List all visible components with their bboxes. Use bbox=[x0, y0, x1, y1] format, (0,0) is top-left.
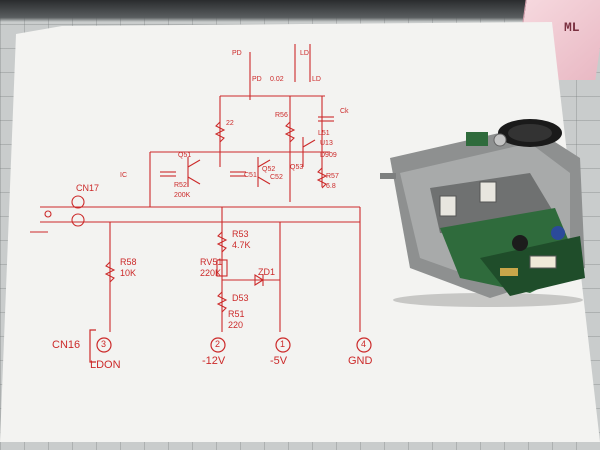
label-q51: Q51 bbox=[178, 152, 192, 159]
connector-name: CN16 bbox=[52, 339, 81, 351]
pin-1-label: -5V bbox=[270, 355, 288, 367]
label-r52-value: 200K bbox=[174, 192, 191, 199]
pin-3-label: LDON bbox=[90, 359, 121, 371]
label-r52: R52 bbox=[174, 182, 187, 189]
pin-4-label: GND bbox=[348, 355, 373, 367]
label-misc3: Ck bbox=[340, 108, 349, 115]
pin-1-number: 1 bbox=[280, 339, 286, 349]
label-cn17: CN17 bbox=[76, 183, 100, 193]
schematic-wires bbox=[30, 44, 361, 332]
label-r57-value: 6.8 bbox=[326, 183, 336, 190]
label-r56: R56 bbox=[275, 112, 288, 119]
laser-pickup-assembly bbox=[380, 119, 585, 307]
label-c51: C51 bbox=[244, 172, 257, 179]
pin-2-number: 2 bbox=[215, 339, 221, 349]
label-u13: U13 bbox=[320, 140, 333, 147]
label-zd1: ZD1 bbox=[258, 267, 276, 277]
label-r53: R53 bbox=[232, 229, 249, 239]
label-pd2: PD bbox=[252, 76, 262, 83]
pin-2-label: -12V bbox=[202, 355, 226, 367]
label-ic: IC bbox=[120, 172, 127, 179]
label-r51: R51 bbox=[228, 309, 245, 319]
label-q53: Q53 bbox=[290, 164, 304, 171]
label-r57: R57 bbox=[326, 173, 339, 180]
label-q52: Q52 bbox=[262, 166, 276, 173]
label-d53: D53 bbox=[232, 293, 249, 303]
label-rv51-value: 220K bbox=[200, 268, 222, 278]
paper-sheet bbox=[0, 22, 600, 442]
label-r53-value: 4.7K bbox=[232, 240, 251, 250]
label-pd: PD bbox=[232, 50, 242, 57]
bag-label: ML bbox=[564, 20, 580, 35]
label-ld2: LD bbox=[312, 76, 321, 83]
pin-4-number: 4 bbox=[361, 339, 367, 349]
label-l51: L51 bbox=[318, 130, 330, 137]
pin-circles bbox=[89, 329, 372, 363]
label-d909: D909 bbox=[320, 152, 337, 159]
label-r51-value: 220 bbox=[228, 320, 244, 330]
dark-background-edge bbox=[0, 0, 600, 22]
label-misc1: 0.02 bbox=[270, 76, 284, 83]
label-c52: C52 bbox=[270, 174, 283, 181]
label-r58-value: 10K bbox=[120, 268, 137, 278]
label-ld: LD bbox=[300, 50, 309, 57]
label-rv51: RV51 bbox=[200, 257, 223, 267]
label-r58: R58 bbox=[120, 257, 137, 267]
pin-3-number: 3 bbox=[101, 339, 107, 349]
label-misc2: 22 bbox=[226, 120, 234, 127]
